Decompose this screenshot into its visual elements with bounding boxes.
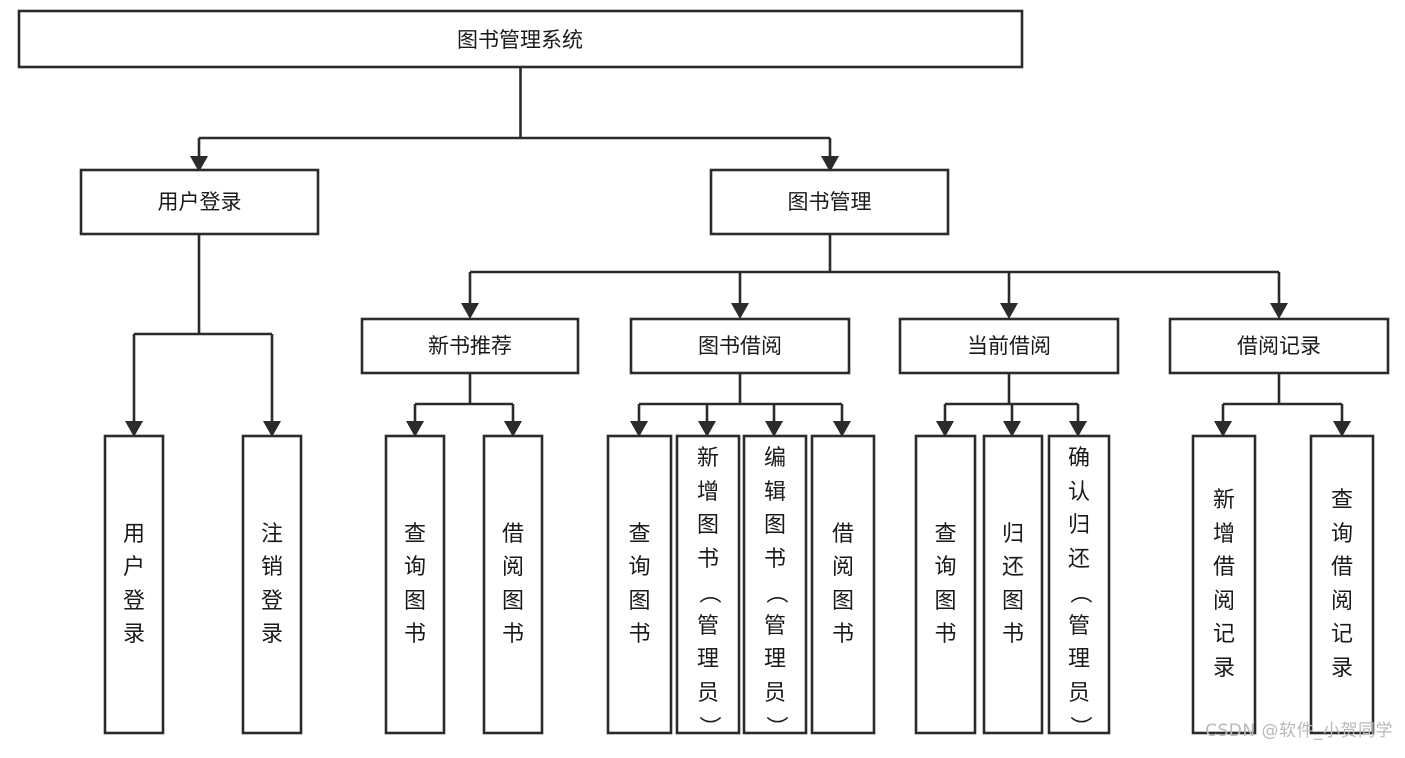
arrow-to-book-borrow <box>731 303 749 319</box>
arrow-to-leaf-borrow-book-1 <box>504 421 522 437</box>
connector-layer <box>125 67 1351 437</box>
leaf-return-book-box[interactable] <box>982 434 1044 735</box>
leaf-query-book-2-label: 查询图书 <box>628 521 651 648</box>
leaf-query-book-3-label: 查询图书 <box>934 521 957 648</box>
node-borrow-record[interactable]: 借阅记录 <box>1168 317 1390 375</box>
arrow-to-leaf-query-record <box>1333 421 1351 437</box>
connector-bookmanage-to-level3 <box>468 234 1281 305</box>
node-current-borrow-label: 当前借阅 <box>967 334 1051 358</box>
leaf-add-record-box[interactable] <box>1191 434 1257 735</box>
arrow-to-leaf-query-book-1 <box>406 421 424 437</box>
watermark-text: CSDN @软件_小贺同学 <box>1205 721 1393 741</box>
arrow-to-book-manage <box>821 156 839 172</box>
leaf-query-book-1-box[interactable] <box>384 434 446 735</box>
node-book-borrow-label: 图书借阅 <box>698 334 782 358</box>
arrow-to-user-login <box>190 156 208 172</box>
leaf-borrow-book-2-label: 借阅图书 <box>831 521 854 648</box>
node-book-borrow-box[interactable] <box>629 317 851 375</box>
node-book-manage[interactable]: 图书管理 <box>709 168 950 236</box>
leaf-user-login-label: 用户登录 <box>122 521 145 648</box>
arrow-to-leaf-borrow-book-2 <box>833 421 851 437</box>
arrow-to-leaf-edit-book <box>765 421 783 437</box>
leaf-add-record-label: 新增借阅记录 <box>1212 488 1235 681</box>
leaf-borrow-book-1-box[interactable] <box>482 434 544 735</box>
arrow-to-leaf-add-book <box>698 421 716 437</box>
node-borrow-record-label: 借阅记录 <box>1237 334 1321 358</box>
arrow-to-leaf-user-login <box>125 421 143 437</box>
node-book-manage-label: 图书管理 <box>788 190 872 214</box>
node-user-login-box[interactable] <box>79 168 320 236</box>
leaf-return-book-label: 归还图书 <box>1001 521 1024 648</box>
leaf-logout-label: 注销登录 <box>260 521 283 648</box>
node-root-box[interactable] <box>17 9 1024 69</box>
connector-bookborrow-to-leaves <box>637 373 844 423</box>
leaf-user-login-box[interactable] <box>103 434 165 735</box>
node-root[interactable]: 图书管理系统 <box>17 9 1024 69</box>
leaf-borrow-book-1-label: 借阅图书 <box>501 521 524 648</box>
node-current-borrow-box[interactable] <box>898 317 1120 375</box>
leaf-add-book-box[interactable] <box>675 434 741 735</box>
leaf-query-record-label: 查询借阅记录 <box>1330 488 1353 681</box>
arrow-to-leaf-add-record <box>1214 421 1232 437</box>
node-new-book-rec[interactable]: 新书推荐 <box>360 317 580 375</box>
node-root-label: 图书管理系统 <box>457 28 583 52</box>
leaf-query-book-1-label: 查询图书 <box>403 521 426 648</box>
node-book-borrow[interactable]: 图书借阅 <box>629 317 851 375</box>
arrow-to-borrow-record <box>1270 303 1288 319</box>
arrow-to-current-borrow <box>1000 303 1018 319</box>
leaf-query-book-3-box[interactable] <box>914 434 977 735</box>
node-user-login[interactable]: 用户登录 <box>79 168 320 236</box>
arrow-to-leaf-logout <box>263 421 281 437</box>
leaf-query-book-2-box[interactable] <box>606 434 673 735</box>
leaf-confirm-return-label: 确认归还（管理员） <box>1066 446 1092 738</box>
arrow-to-leaf-query-book-2 <box>630 421 648 437</box>
connector-newbook-to-leaves <box>413 373 515 423</box>
leaf-layer <box>103 434 1375 735</box>
arrow-to-leaf-confirm-return <box>1069 421 1087 437</box>
leaf-confirm-return-box[interactable] <box>1047 434 1111 735</box>
connector-userlogin-to-leaves <box>132 234 274 423</box>
leaf-edit-book-label: 编辑图书（管理员） <box>762 446 788 738</box>
leaf-borrow-book-2-box[interactable] <box>810 434 876 735</box>
connector-root-to-level2 <box>197 67 832 158</box>
arrow-to-leaf-return-book <box>1003 421 1021 437</box>
node-new-book-rec-label: 新书推荐 <box>428 334 512 358</box>
node-borrow-record-box[interactable] <box>1168 317 1390 375</box>
node-new-book-rec-box[interactable] <box>360 317 580 375</box>
leaf-logout-box[interactable] <box>241 434 303 735</box>
leaf-edit-book-box[interactable] <box>742 434 808 735</box>
arrow-to-leaf-query-book-3 <box>936 421 954 437</box>
arrow-to-new-book-rec <box>461 303 479 319</box>
connector-currentborrow-to-leaves <box>943 373 1080 423</box>
node-user-login-label: 用户登录 <box>158 190 242 214</box>
node-current-borrow[interactable]: 当前借阅 <box>898 317 1120 375</box>
connector-borrowrecord-to-leaves <box>1221 373 1344 423</box>
leaf-add-book-label: 新增图书（管理员） <box>695 446 721 738</box>
node-book-manage-box[interactable] <box>709 168 950 236</box>
leaf-query-record-box[interactable] <box>1309 434 1375 735</box>
